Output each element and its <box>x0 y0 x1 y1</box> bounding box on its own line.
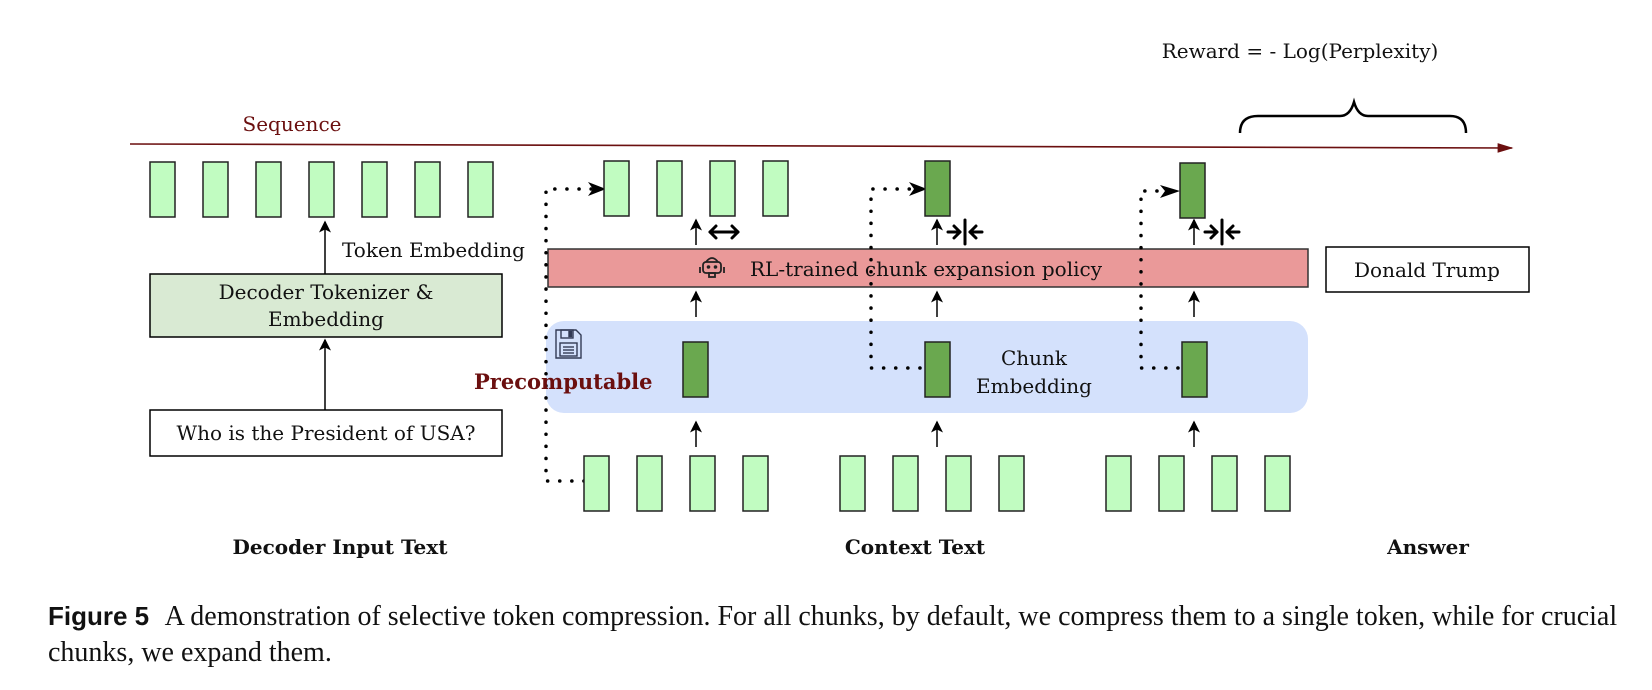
context-token <box>945 455 972 512</box>
decoder-token <box>202 161 229 218</box>
decoder-token <box>467 161 494 218</box>
decoder-token <box>255 161 282 218</box>
compress-arrows-icon <box>946 218 984 246</box>
section-label-answer: Answer <box>1386 535 1469 559</box>
context-token <box>583 455 610 512</box>
policy-label: RL-trained chunk expansion policy <box>750 257 1103 281</box>
context-token <box>998 455 1025 512</box>
output-token <box>762 160 789 217</box>
decoder-token <box>414 161 441 218</box>
question-box <box>149 409 503 457</box>
context-token <box>636 455 663 512</box>
chunk-embedding-token <box>924 341 951 398</box>
sequence-label: Sequence <box>243 112 342 136</box>
dotted-arrowhead-2 <box>909 182 927 196</box>
context-token <box>1105 455 1132 512</box>
output-token <box>1179 162 1206 219</box>
context-token <box>1264 455 1291 512</box>
tokenizer-label-line1: Decoder Tokenizer & <box>219 280 434 304</box>
chunk-2 <box>839 160 1025 512</box>
tokenizer-label-line2: Embedding <box>268 307 384 331</box>
chunk-embedding-token <box>1181 341 1208 398</box>
token-embedding-label: Token Embedding <box>342 238 525 262</box>
decoder-token <box>308 161 335 218</box>
policy-bar <box>547 248 1309 288</box>
dotted-paths <box>544 187 1180 483</box>
section-label-context: Context Text <box>845 535 986 559</box>
output-token <box>603 160 630 217</box>
decoder-token <box>149 161 176 218</box>
reward-label: Reward = - Log(Perplexity) <box>1162 39 1439 63</box>
context-token <box>892 455 919 512</box>
output-token <box>924 160 951 217</box>
chunk-embedding-label-line2: Embedding <box>976 374 1092 398</box>
chunk-1 <box>583 160 789 512</box>
output-token <box>709 160 736 217</box>
robot-icon <box>699 257 725 278</box>
context-token <box>742 455 769 512</box>
context-token <box>1211 455 1238 512</box>
figure-label: Figure 5 <box>48 601 150 631</box>
compress-arrows-icon <box>1203 218 1241 246</box>
chunk-embedding-token <box>682 341 709 398</box>
context-token <box>689 455 716 512</box>
answer-text: Donald Trump <box>1354 258 1500 282</box>
dotted-arrowhead-1 <box>588 182 606 196</box>
chunk-3 <box>1105 162 1291 512</box>
question-text: Who is the President of USA? <box>177 421 476 445</box>
context-token <box>839 455 866 512</box>
answer-box <box>1325 246 1530 293</box>
chunk-embedding-label-line1: Chunk <box>1001 346 1068 370</box>
chunk-groups <box>583 160 1291 512</box>
decoder-token <box>361 161 388 218</box>
output-token <box>656 160 683 217</box>
floppy-disk-icon <box>555 329 582 359</box>
tokenizer-box <box>149 273 503 338</box>
context-token <box>1158 455 1185 512</box>
dotted-path-chunk-2 <box>869 187 922 370</box>
section-label-decoder-input: Decoder Input Text <box>233 535 449 559</box>
precomputable-label: Precomputable <box>474 369 653 394</box>
figure-caption: Figure 5 A demonstration of selective to… <box>48 598 1618 671</box>
sequence-arrow <box>129 143 1514 153</box>
answer-brace <box>1238 97 1468 134</box>
decoder-token-row <box>149 161 494 218</box>
expand-arrows-icon <box>708 224 740 240</box>
dotted-arrowhead-3 <box>1160 185 1180 198</box>
figure-caption-text: A demonstration of selective token compr… <box>48 601 1618 668</box>
